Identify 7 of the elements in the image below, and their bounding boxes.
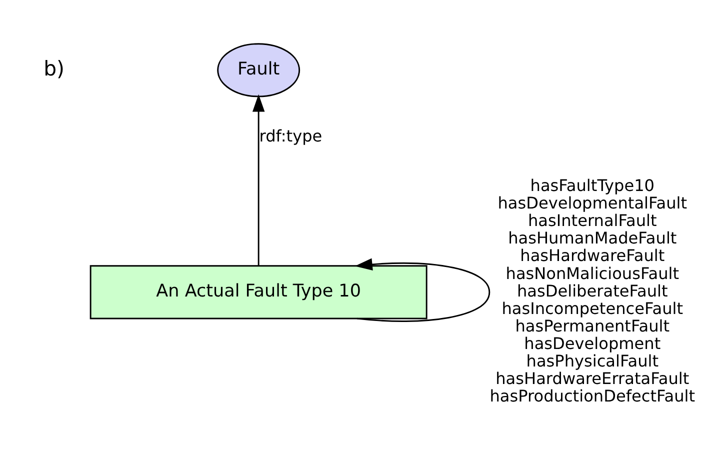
label: b) <box>44 56 65 80</box>
arrow <box>252 94 265 266</box>
arrow <box>354 258 490 322</box>
edge-label: rdf:type <box>259 126 322 145</box>
edge-label: hasFaultType10 hasDevelopmentalFault hasInternalFault hasHumanMadeFault hasHardwareFault hasNonMaliciousFault hasDeliberateFault hasIncompetenceFault hasPermanentFault hasDevelopment hasPhysicalFault hasHardwareErrataFault hasProductionDefectFault <box>490 176 696 405</box>
node-ellipse: Fault <box>217 42 300 97</box>
node-box: An Actual Fault Type 10 <box>90 264 428 319</box>
